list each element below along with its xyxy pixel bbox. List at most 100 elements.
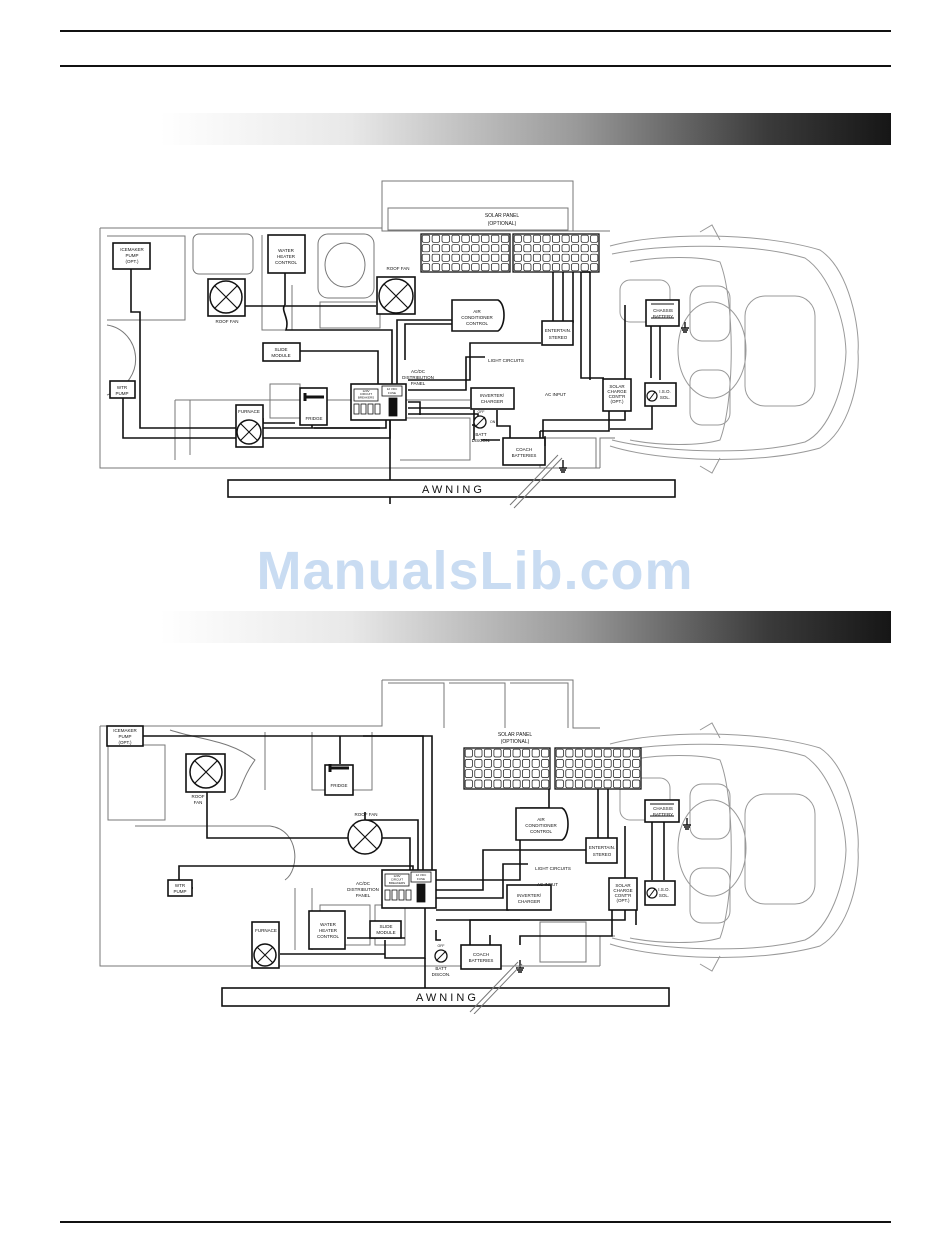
- solar-cell: [574, 759, 583, 768]
- breaker-detail: [384, 871, 432, 903]
- water-heater-label-1: WATER: [278, 248, 294, 253]
- breakers-label-3: BREAKERS: [358, 396, 374, 400]
- solar-cell: [513, 263, 522, 272]
- batt-discon-label-2: DISCON.: [472, 438, 491, 443]
- distribution-panel-label-1: AC/DC: [411, 369, 426, 374]
- inverter-label-1: INVERTER/: [480, 393, 505, 398]
- solar-cells: [464, 748, 641, 789]
- components: [106, 725, 680, 1007]
- solar-cell: [483, 779, 492, 789]
- slide-module-label-2: MODULE: [376, 930, 395, 935]
- air-conditioner-box: [451, 299, 505, 332]
- coach-batteries-label-1: COACH: [516, 447, 532, 452]
- solar-cell: [603, 769, 612, 778]
- solar-cell: [461, 234, 470, 243]
- bottom-rule: [60, 1221, 891, 1223]
- solar-cell: [491, 263, 500, 272]
- cab-outline: [609, 224, 859, 474]
- solar-cell: [531, 779, 540, 789]
- wiring: [122, 268, 661, 504]
- solar-cell: [622, 779, 631, 789]
- air-conditioner-label-3: CONTROL: [466, 321, 488, 326]
- solar-cell: [613, 759, 622, 768]
- solar-cell: [491, 253, 500, 262]
- solar-cell: [513, 234, 522, 243]
- solar-cell: [512, 759, 521, 768]
- air-conditioner-box: [515, 807, 569, 841]
- solar-cell: [523, 263, 532, 272]
- solar-cell: [632, 759, 641, 768]
- solar-cell: [541, 748, 550, 758]
- slide-module-box: [262, 342, 301, 362]
- solar-cell: [483, 769, 492, 778]
- solar-cell: [500, 234, 510, 243]
- solar-cell: [431, 263, 440, 272]
- solar-cell: [574, 748, 583, 758]
- wtr-pump-box: [109, 380, 136, 399]
- solar-panel-optional-label: (OPTIONAL): [488, 221, 517, 227]
- ac-input-label: AC INPUT: [537, 882, 558, 887]
- solar-cell: [531, 748, 540, 758]
- isol-label-1: I.S.O.: [658, 887, 670, 892]
- solar-cell: [503, 769, 511, 778]
- wiring-diagram-2: SOLAR PANEL (OPTIONAL): [99, 679, 859, 1014]
- solar-cell: [590, 263, 599, 272]
- water-heater-box: [308, 910, 346, 950]
- entertain-label-2: STEREO: [549, 335, 568, 340]
- water-heater-label-2: HEATER: [277, 254, 296, 259]
- solar-cell: [613, 769, 622, 778]
- solar-cell: [493, 759, 502, 768]
- coach-batteries-label-2: BATTERIES: [512, 453, 537, 458]
- solar-cell: [522, 779, 531, 789]
- solar-charge-label-1: SOLAR: [615, 883, 631, 888]
- solar-cell: [571, 253, 580, 262]
- solar-cell: [542, 263, 551, 272]
- solar-cell: [552, 253, 560, 262]
- solar-cell: [584, 779, 593, 789]
- wtr-pump-label-2: PUMP: [115, 391, 128, 396]
- solar-cell: [532, 263, 541, 272]
- solar-charge-label-3: CONT'R: [609, 394, 627, 399]
- wtr-pump-label-2: PUMP: [173, 889, 186, 894]
- batt-discon-label-1: BATT: [475, 432, 486, 437]
- solar-cell: [541, 779, 550, 789]
- solar-panel-array: [420, 233, 600, 273]
- solar-cell: [565, 769, 574, 778]
- coach-batteries-label-2: BATTERIES: [469, 958, 494, 963]
- solar-cell: [471, 244, 480, 253]
- breakers-label-3: BREAKERS: [389, 881, 405, 885]
- solar-cell: [523, 253, 532, 262]
- solar-cell: [441, 263, 450, 272]
- inverter-label-1: INVERTER/: [517, 893, 542, 898]
- solar-cell: [603, 779, 612, 789]
- off-label: OFF: [438, 944, 445, 948]
- solar-cell: [513, 253, 522, 262]
- solar-cell: [561, 263, 570, 272]
- solar-cells: [421, 234, 599, 272]
- coach-batteries-box: [460, 944, 502, 970]
- awning-box: [221, 987, 670, 1007]
- solar-cell: [421, 244, 431, 253]
- solar-cell: [474, 769, 483, 778]
- solar-cell: [565, 748, 574, 758]
- icemaker-pump-box: [112, 242, 151, 270]
- solar-charge-label-3: CONT'R: [615, 893, 633, 898]
- solar-cell: [451, 234, 460, 243]
- solar-cell: [461, 244, 470, 253]
- solar-cell: [532, 253, 541, 262]
- entertain-box: [541, 320, 574, 346]
- air-conditioner-label-1: AIR: [537, 817, 545, 822]
- solar-cell: [565, 759, 574, 768]
- inverter-label-2: CHARGER: [481, 399, 504, 404]
- solar-cell: [421, 263, 431, 272]
- solar-charge-label-4: (OPT.): [611, 399, 625, 404]
- slide-module-box: [369, 920, 402, 939]
- solar-cell: [474, 748, 483, 758]
- icemaker-pump-label-1: ICEMAKER: [120, 247, 144, 252]
- air-conditioner-label-2: CONDITIONER: [525, 823, 557, 828]
- cab-outline: [609, 722, 859, 972]
- solar-cell: [491, 234, 500, 243]
- fridge-box: [324, 764, 354, 796]
- solar-cell: [580, 234, 589, 243]
- solar-cell: [500, 253, 510, 262]
